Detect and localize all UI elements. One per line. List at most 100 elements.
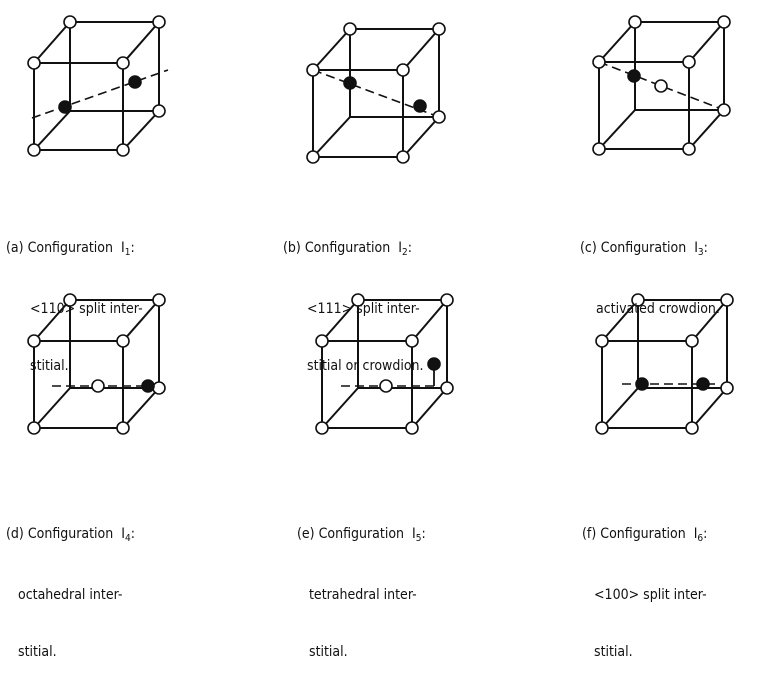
config-word: Configuration <box>600 240 687 256</box>
page: { "panels": [ {"label": "(a)", "config_w… <box>6 15 734 660</box>
config-symbol: I <box>398 240 402 256</box>
displaced-atom <box>654 79 668 93</box>
caption-b: (b) Configuration I2: <111> split inter-… <box>283 201 424 395</box>
interstitial-atom <box>696 377 710 391</box>
caption-a: (a) Configuration I1: <110> split inter-… <box>6 201 143 395</box>
caption-colon: : <box>703 240 708 256</box>
config-symbol: I <box>121 526 125 542</box>
lattice-atom <box>595 421 609 435</box>
lattice-atom <box>63 293 77 307</box>
lattice-atom <box>27 143 41 157</box>
lattice-atom <box>432 22 446 36</box>
config-subscript: 1 <box>124 247 131 258</box>
cube-panel-b <box>306 22 446 164</box>
caption-line: (a) Configuration I1: <box>6 239 143 262</box>
lattice-atom <box>405 334 419 348</box>
lattice-atom <box>63 15 77 29</box>
config-word: Configuration <box>27 526 114 542</box>
caption-line: <110> split inter- <box>30 301 143 317</box>
caption-d: (d) Configuration I4: octahedral inter- … <box>6 487 135 681</box>
cube-edges <box>33 21 160 151</box>
caption-colon: : <box>421 526 426 542</box>
caption-line: (e) Configuration I5: <box>297 525 426 548</box>
cube-edges <box>321 299 448 429</box>
cube-edges <box>598 21 725 150</box>
lattice-atom <box>405 421 419 435</box>
caption-line: stitial. <box>594 644 633 660</box>
lattice-atom <box>152 104 166 118</box>
config-word: Configuration <box>600 526 686 542</box>
lattice-atom <box>592 55 606 69</box>
config-symbol: I <box>693 526 698 542</box>
displaced-atom <box>91 379 105 393</box>
caption-line: stitial. <box>30 358 69 374</box>
displaced-atom <box>379 379 393 393</box>
lattice-atom <box>27 334 41 348</box>
lattice-atom <box>682 142 696 156</box>
lattice-atom <box>306 63 320 77</box>
config-subscript: 2 <box>401 247 408 258</box>
caption-e: (e) Configuration I5: tetrahedral inter-… <box>297 487 426 681</box>
lattice-atom <box>717 15 731 29</box>
lattice-atom <box>116 56 130 70</box>
lattice-atom <box>116 334 130 348</box>
caption-colon: : <box>703 526 708 542</box>
cube-edges <box>312 28 440 158</box>
interstitial-atom <box>58 100 72 114</box>
cube-panel-e <box>315 293 454 435</box>
lattice-atom <box>152 293 166 307</box>
panel-label: (f) <box>582 526 597 542</box>
crowdion-axis <box>598 61 725 111</box>
panel-label: (b) <box>283 240 301 256</box>
config-subscript: 4 <box>124 533 131 544</box>
caption-line: <100> split inter- <box>594 587 707 603</box>
config-word: Configuration <box>304 240 391 256</box>
cube-panel-f <box>595 293 734 435</box>
interstitial-atom <box>635 377 649 391</box>
caption-line: tetrahedral inter- <box>309 587 417 603</box>
config-subscript: 3 <box>697 247 704 258</box>
lattice-atom <box>720 293 734 307</box>
lattice-atom <box>440 381 454 395</box>
config-symbol: I <box>694 240 698 256</box>
interstitial-atom <box>128 75 142 89</box>
caption-line: (b) Configuration I2: <box>283 239 424 262</box>
interstitial-atom <box>141 379 155 393</box>
lattice-atom <box>116 421 130 435</box>
lattice-atom <box>27 421 41 435</box>
config-word: Configuration <box>27 240 113 256</box>
lattice-atom <box>592 142 606 156</box>
interstitial-atom <box>427 357 441 371</box>
lattice-atom <box>343 22 357 36</box>
interstitial-configurations-figure <box>27 15 734 435</box>
caption-line: activated crowdion. <box>596 301 720 317</box>
config-symbol: I <box>412 526 416 542</box>
caption-line: stitial. <box>309 644 348 660</box>
caption-f: (f) Configuration I6: <100> split inter-… <box>582 487 707 681</box>
caption-line: (c) Configuration I3: <box>580 239 720 262</box>
lattice-atom <box>432 110 446 124</box>
cube-panel-c <box>592 15 731 156</box>
cube-panel-d <box>27 293 166 435</box>
lattice-atom <box>116 143 130 157</box>
split-axis <box>31 69 169 119</box>
cube-panel-a <box>27 15 169 157</box>
lattice-atom <box>152 381 166 395</box>
lattice-atom <box>396 63 410 77</box>
panel-label: (a) <box>6 240 24 256</box>
caption-line: (d) Configuration I4: <box>6 525 135 548</box>
lattice-atom <box>631 293 645 307</box>
config-subscript: 6 <box>697 533 704 544</box>
caption-colon: : <box>407 240 412 256</box>
lattice-atom <box>315 421 329 435</box>
lattice-atom <box>396 150 410 164</box>
lattice-atom <box>440 293 454 307</box>
config-subscript: 5 <box>415 533 422 544</box>
caption-colon: : <box>130 526 135 542</box>
lattice-atom <box>720 381 734 395</box>
panel-label: (d) <box>6 526 24 542</box>
caption-line: stitial. <box>18 644 57 660</box>
lattice-atom <box>717 103 731 117</box>
caption-line: (f) Configuration I6: <box>582 525 707 548</box>
lattice-atom <box>27 56 41 70</box>
